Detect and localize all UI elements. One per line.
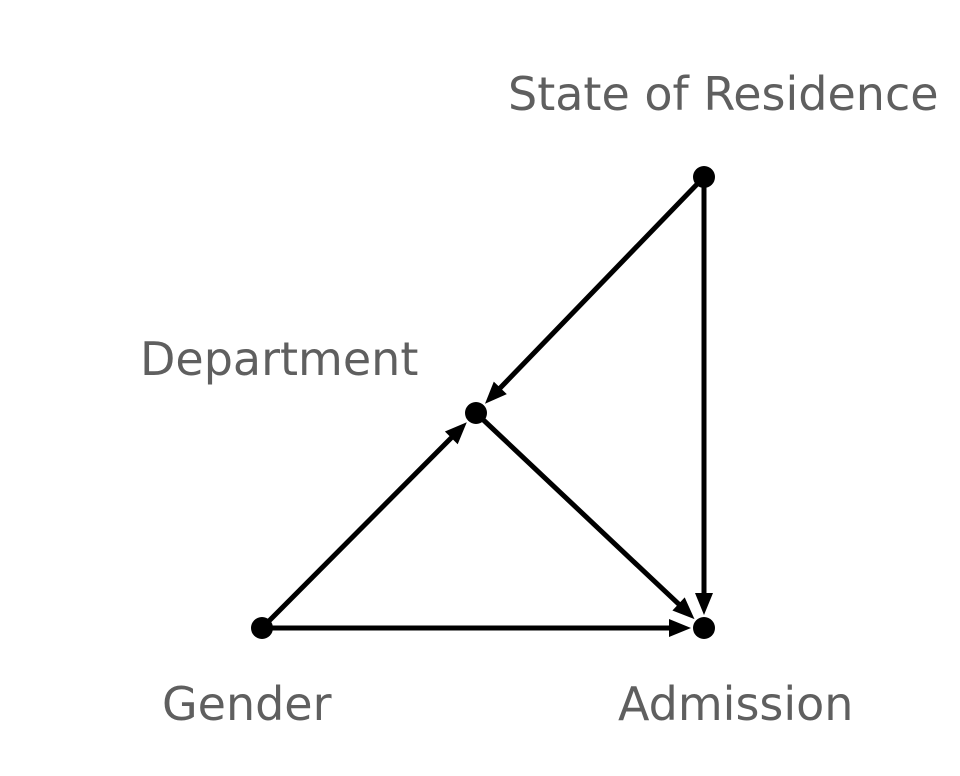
node-state: [693, 166, 715, 188]
edge-department-to-admission: [474, 411, 682, 608]
node-admission: [693, 617, 715, 639]
arrowhead-gender-to-admission: [669, 619, 691, 637]
edge-state-to-department: [497, 175, 706, 392]
node-label-state: State of Residence: [508, 67, 939, 121]
node-label-department: Department: [140, 332, 418, 386]
node-department: [465, 402, 487, 424]
edge-gender-to-department: [260, 434, 455, 630]
arrowhead-department-to-admission: [672, 597, 695, 620]
nodes-layer: [251, 166, 715, 639]
arrowhead-state-to-admission: [695, 593, 713, 615]
arrowhead-gender-to-department: [444, 422, 467, 445]
node-gender: [251, 617, 273, 639]
edges-layer: [260, 175, 713, 637]
node-label-admission: Admission: [618, 677, 853, 731]
arrowhead-state-to-department: [485, 381, 507, 404]
node-label-gender: Gender: [162, 677, 332, 731]
